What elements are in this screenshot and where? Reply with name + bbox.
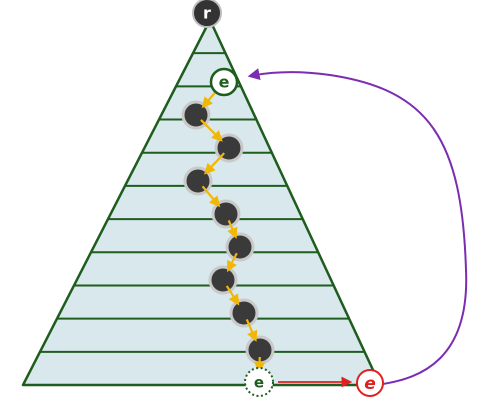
bottom-e-node-label: e (254, 374, 264, 392)
root-node-label: r (203, 4, 211, 23)
external-e-node: e (357, 370, 383, 396)
root-node: r (193, 0, 221, 27)
top-e-node-label: e (219, 73, 230, 92)
path-node (231, 300, 257, 326)
external-e-node-label: e (364, 374, 376, 394)
path-node (227, 234, 253, 260)
top-e-node: e (211, 69, 237, 95)
bottom-e-node: e (245, 368, 273, 396)
path-node (210, 267, 236, 293)
